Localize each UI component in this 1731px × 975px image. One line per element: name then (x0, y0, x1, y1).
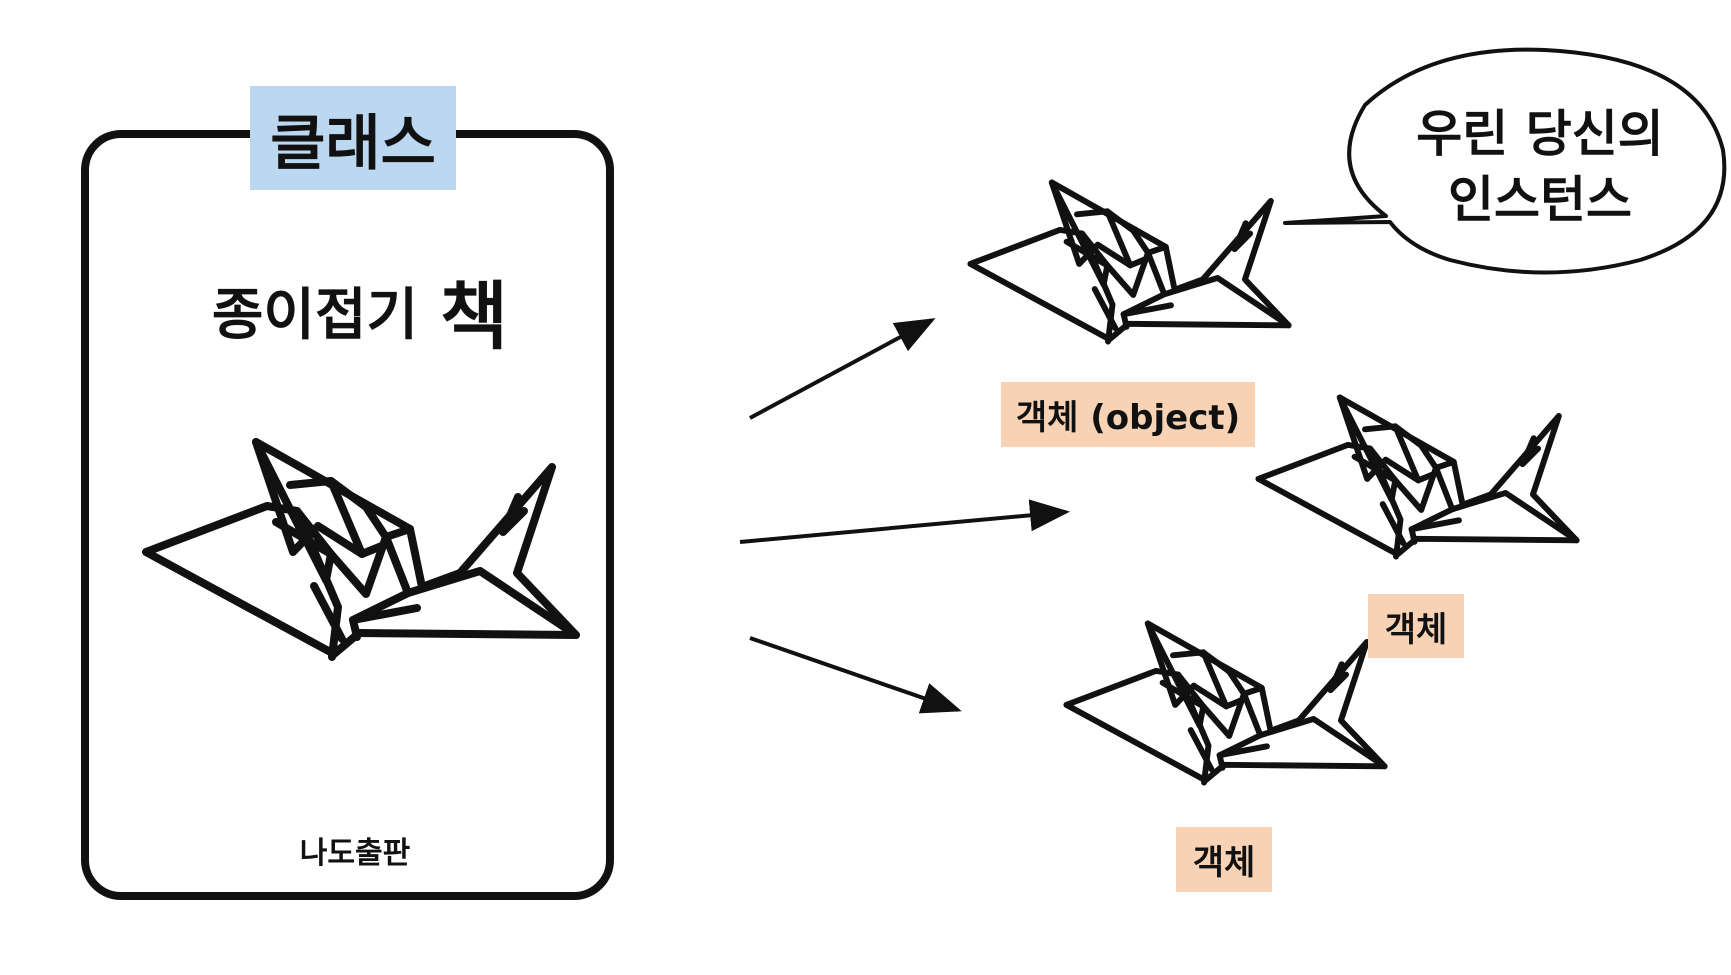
object-tag: 객체 (1368, 594, 1464, 658)
origami-crane-icon (1066, 624, 1384, 783)
origami-crane-icon (970, 183, 1288, 342)
speech-bubble-line-2: 인스턴스 (1448, 171, 1632, 229)
speech-bubble-text: 우린 당신의 인스턴스 (1390, 92, 1690, 242)
arrow-to-object-1 (749, 318, 936, 420)
book-title: 종이접기 책 (150, 260, 570, 360)
speech-bubble-shape (1283, 47, 1727, 275)
object-tag: 객체 (1176, 827, 1272, 892)
arrow-to-object-3 (749, 636, 962, 714)
arrow-to-object-2 (739, 499, 1070, 544)
origami-crane-icon (146, 442, 576, 657)
class-tag: 클래스 (250, 86, 456, 190)
book-publisher: 나도출판 (299, 836, 411, 871)
speech-bubble-line-1: 우린 당신의 (1416, 105, 1664, 163)
origami-crane-icon (1258, 398, 1576, 557)
object-tag: 객체 (object) (1001, 382, 1255, 447)
book-title-emphasis: 책 (440, 273, 509, 360)
book-title-text: 종이접기 (211, 282, 418, 348)
